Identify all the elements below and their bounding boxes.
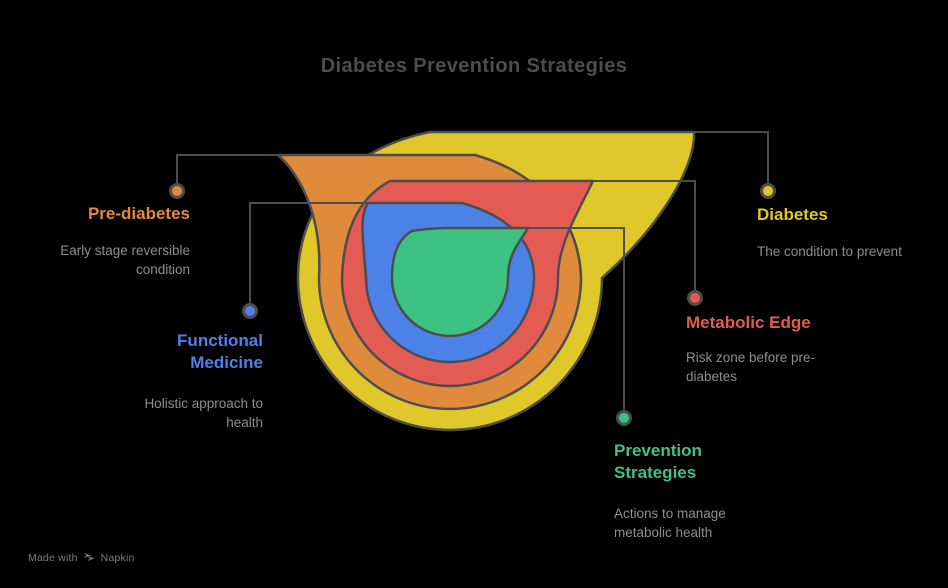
napkin-pen-nib-icon [83, 552, 96, 564]
label-diabetes: Diabetes The condition to prevent [757, 204, 937, 261]
label-functional-medicine-title: Functional Medicine [177, 331, 263, 372]
made-with-napkin-footer: Made with Napkin [28, 552, 135, 564]
connector-pre-diabetes [176, 154, 278, 183]
connector-diabetes [694, 131, 769, 183]
label-prevention-strategies-title: Prevention Strategies [614, 441, 702, 482]
label-metabolic-edge: Metabolic Edge Risk zone before pre-diab… [686, 312, 831, 386]
dot-prevention-strategies [616, 410, 632, 426]
dot-metabolic-edge [687, 290, 703, 306]
label-prevention-strategies-desc: Actions to manage metabolic health [614, 506, 726, 540]
connector-metabolic-edge [593, 180, 696, 290]
layer-shape-prevention-strategies [390, 226, 530, 338]
made-with-text: Made with [28, 552, 78, 564]
label-pre-diabetes-desc: Early stage reversible condition [60, 243, 190, 277]
label-metabolic-edge-desc: Risk zone before pre-diabetes [686, 350, 816, 384]
label-diabetes-desc: The condition to prevent [757, 244, 902, 259]
label-pre-diabetes-title: Pre-diabetes [87, 204, 190, 223]
dot-functional-medicine [242, 303, 258, 319]
dot-diabetes [760, 183, 776, 199]
label-functional-medicine-desc: Holistic approach to health [144, 396, 263, 430]
label-metabolic-edge-title: Metabolic Edge [686, 313, 811, 332]
dot-pre-diabetes [169, 183, 185, 199]
label-pre-diabetes: Pre-diabetes Early stage reversible cond… [30, 203, 190, 279]
page-title: Diabetes Prevention Strategies [320, 55, 628, 77]
label-diabetes-title: Diabetes [757, 205, 828, 224]
label-prevention-strategies: Prevention Strategies Actions to manage … [614, 440, 738, 542]
connector-functional-medicine [249, 202, 368, 303]
connector-prevention-strategies [528, 227, 625, 410]
napkin-brand-text: Napkin [100, 552, 135, 564]
label-functional-medicine: Functional Medicine Holistic approach to… [133, 330, 263, 432]
